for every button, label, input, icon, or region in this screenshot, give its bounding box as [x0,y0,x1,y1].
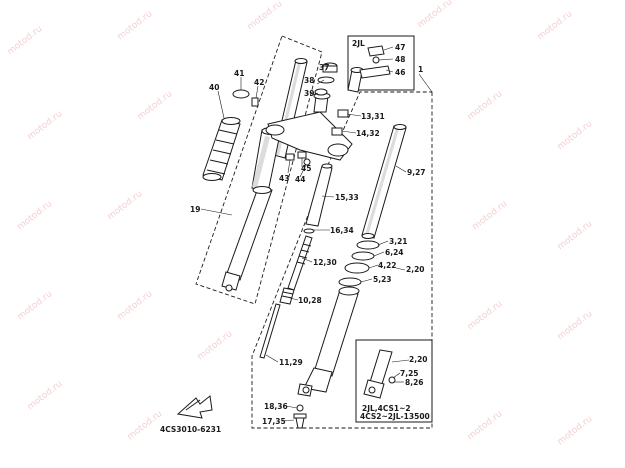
watermark: motod.ru [106,189,145,222]
oil-seal [344,262,370,274]
watermark: motod.ru [556,309,595,342]
watermark: motod.ru [126,409,165,442]
callout-37: 37 [319,63,329,72]
inner-tube-right [361,124,407,239]
rebound-spring-rod [259,303,281,359]
callout-4-22: 4,22 [378,261,397,270]
watermark: motod.ru [116,9,155,42]
watermark: motod.ru [6,24,45,57]
callout-43: 43 [279,174,289,183]
callout-7-25: 7,25 [400,369,419,378]
watermark: motod.ru [466,89,505,122]
callout-40: 40 [209,83,219,92]
diagram-code: 4CS3010-6231 [160,425,221,434]
steering-stem-top [347,67,364,93]
nut [303,158,311,166]
front-direction-arrow-icon [176,395,213,419]
leader-lines [200,46,433,422]
callout-10-28: 10,28 [298,296,322,305]
inset-bottom-line-2: 4CS2~2JL-13500 [360,412,430,421]
clamp-block [337,109,349,118]
callout-42: 42 [254,78,264,87]
oil-seal-ring [356,240,380,250]
taper-spindle [279,287,295,305]
callout-46: 46 [395,68,405,77]
callout-2-20-inset: 2,20 [409,355,428,364]
watermark: motod.ru [466,299,505,332]
pinch-bolt [285,153,295,161]
callout-14-32: 14,32 [356,129,380,138]
callout-18-36: 18,36 [264,402,288,411]
watermark: motod.ru [136,89,175,122]
outer-tube-right [297,286,360,397]
watermark: motod.ru [246,0,285,32]
fork-spring-tube [305,163,333,227]
callout-15-33: 15,33 [335,193,359,202]
callout-6-24: 6,24 [385,248,404,257]
washer-bolt [297,151,307,159]
cap-bolt [251,97,259,107]
callout-39: 39 [304,89,314,98]
under-bracket [265,92,353,161]
washer-ring [338,277,362,287]
inset-top-parts [359,45,391,79]
clamp-block-lower [331,127,343,136]
inset-top-label: 2JL [352,39,365,48]
callout-1: 1 [418,65,423,74]
watermark: motod.ru [196,329,235,362]
watermark: motod.ru [471,199,510,232]
fork-boot [202,117,241,181]
callout-16-34: 16,34 [330,226,354,235]
inset-fork-leg [363,349,396,399]
callout-3-21: 3,21 [389,237,408,246]
watermark: motod.ru [416,0,455,30]
callout-5-23: 5,23 [373,275,392,284]
watermark: motod.ru [556,219,595,252]
callout-38: 38 [304,76,314,85]
callout-17-35: 17,35 [262,417,286,426]
watermark: motod.ru [16,199,55,232]
callout-11-29: 11,29 [279,358,303,367]
callout-44: 44 [295,175,305,184]
watermark: motod.ru [116,289,155,322]
callout-12-30: 12,30 [313,258,337,267]
callout-8-26: 8,26 [405,378,424,387]
inset-bottom-line-1: 2JL,4CS1~2 [362,404,411,413]
callout-41: 41 [234,69,244,78]
watermark: motod.ru [16,289,55,322]
damper-rod [287,228,315,291]
callout-2-20: 2,20 [406,265,425,274]
steering-nut-stack [314,62,338,96]
callout-13-31: 13,31 [361,112,385,121]
watermark: motod.ru [536,9,575,42]
watermark: motod.ru [26,109,65,142]
callout-48: 48 [395,55,405,64]
watermark: motod.ru [556,414,595,447]
group-boundary-right-fork [251,91,433,429]
gasket [296,404,304,412]
callout-47: 47 [395,43,405,52]
watermark: motod.ru [26,379,65,412]
callout-45: 45 [301,164,311,173]
callout-19: 19 [190,205,200,214]
clip-ring [351,251,375,261]
callout-9-27: 9,27 [407,168,426,177]
watermark: motod.ru [466,409,505,442]
bottom-bolt [293,413,307,429]
dust-cap [232,89,250,99]
watermark: motod.ru [556,119,595,152]
callout-labels: 1 47 48 46 41 42 40 37 38 39 13,31 14,32… [190,43,428,426]
group-boundary-left-fork [195,35,323,305]
